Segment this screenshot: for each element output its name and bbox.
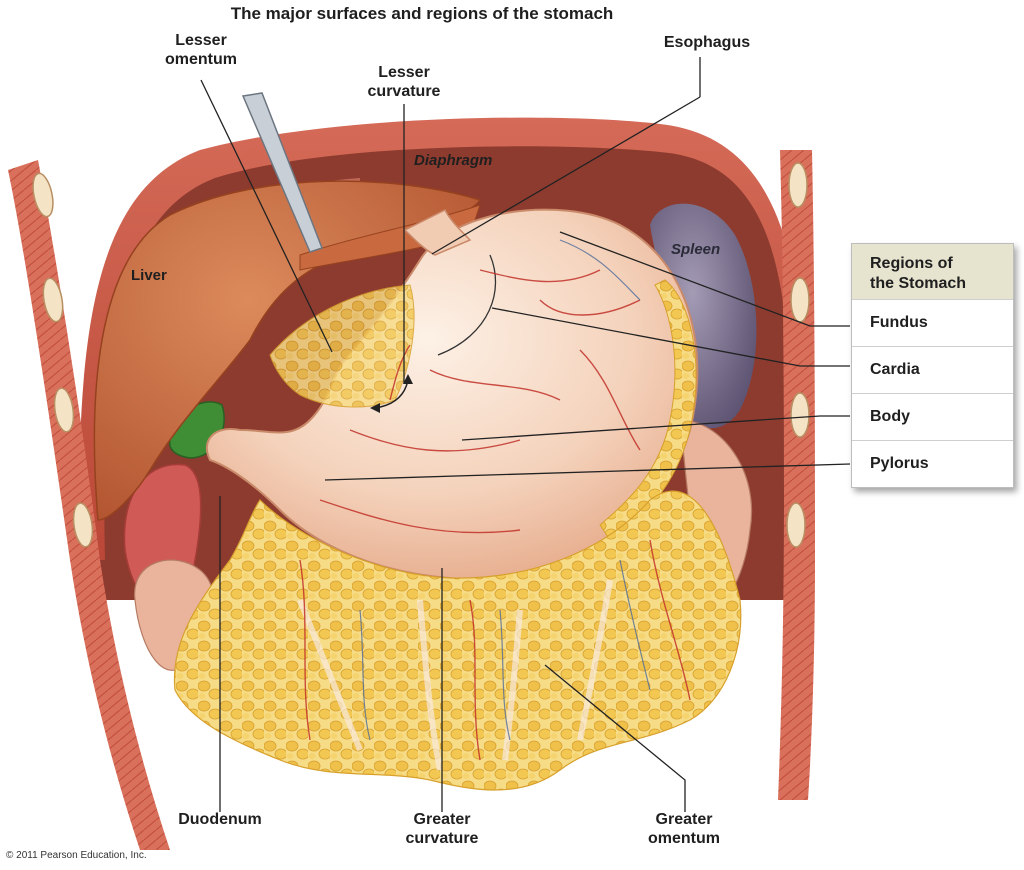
region-cardia: Cardia <box>852 346 1013 393</box>
greater-omentum <box>173 490 742 791</box>
label-greater-curvature-line2: curvature <box>405 830 479 847</box>
diaphragm-wall <box>79 117 806 600</box>
esophagus <box>403 208 472 256</box>
regions-heading-line2: the Stomach <box>870 275 967 292</box>
blood-vessels <box>299 269 691 761</box>
label-lesser-curvature: Lesser curvature <box>358 63 450 101</box>
label-diaphragm: Diaphragm <box>414 152 493 169</box>
label-greater-curvature: Greater curvature <box>396 810 488 848</box>
label-duodenum: Duodenum <box>178 811 262 828</box>
region-body: Body <box>852 393 1013 440</box>
label-greater-curvature-line1: Greater <box>413 811 471 828</box>
label-liver: Liver <box>131 267 167 284</box>
label-lesser-omentum-line2: omentum <box>165 51 237 68</box>
diagram-title: The major surfaces and regions of the st… <box>230 4 614 23</box>
label-esophagus: Esophagus <box>663 34 751 51</box>
label-lesser-curvature-line2: curvature <box>367 83 441 100</box>
region-fundus: Fundus <box>852 299 1013 346</box>
label-greater-omentum-line1: Greater <box>655 811 713 828</box>
label-lesser-curvature-line1: Lesser <box>378 64 430 81</box>
stomach <box>205 208 699 580</box>
surgical-probe <box>241 92 323 253</box>
spleen <box>650 203 757 429</box>
copyright-notice: © 2011 Pearson Education, Inc. <box>6 850 147 861</box>
label-lesser-omentum: Lesser omentum <box>158 31 244 69</box>
lesser-omentum <box>269 284 415 408</box>
region-pylorus: Pylorus <box>852 440 1013 487</box>
regions-box: Regions of the Stomach Fundus Cardia Bod… <box>851 243 1014 488</box>
leader-lines <box>200 57 851 812</box>
left-body-wall <box>8 160 170 850</box>
label-greater-omentum-line2: omentum <box>648 830 720 847</box>
label-spleen: Spleen <box>671 241 721 258</box>
regions-box-heading: Regions of the Stomach <box>852 244 1013 299</box>
cardia-boundary <box>437 254 497 356</box>
regions-heading-line1: Regions of <box>870 255 953 272</box>
label-lesser-omentum-line1: Lesser <box>175 32 227 49</box>
label-greater-omentum: Greater omentum <box>638 810 730 848</box>
